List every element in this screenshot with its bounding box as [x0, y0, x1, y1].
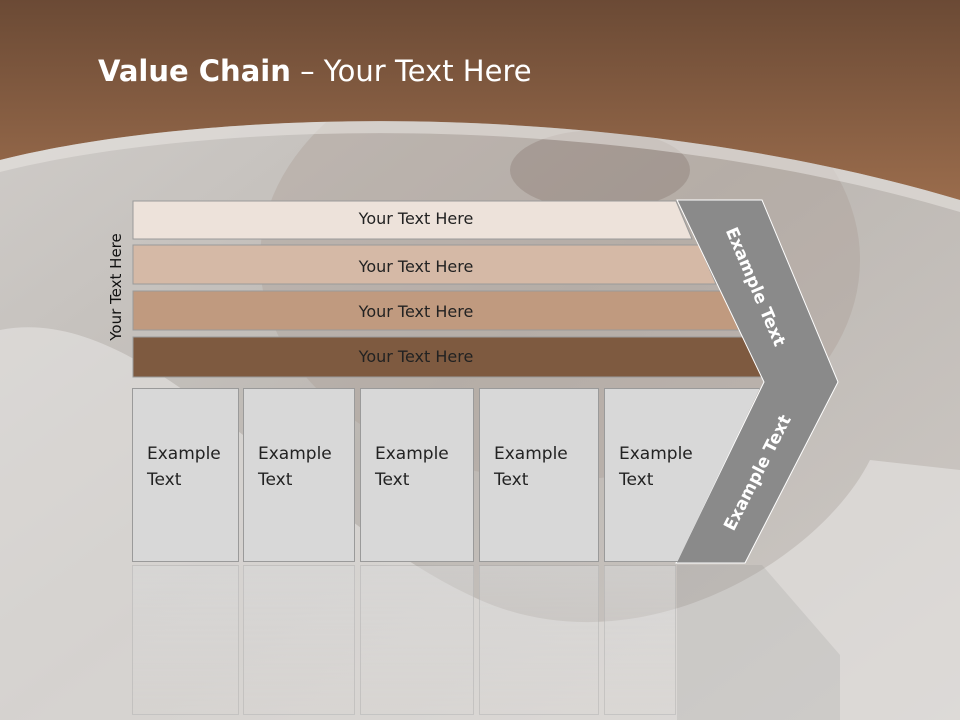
box-reflection	[243, 565, 355, 715]
chevron-arrow	[675, 199, 839, 564]
box-5-line1: Example	[619, 444, 693, 464]
box-1-line2: Text	[147, 470, 182, 490]
title-rest: – Your Text Here	[290, 54, 532, 88]
bar-label-3: Your Text Here	[358, 302, 474, 321]
bar-2	[132, 244, 717, 285]
box-reflection	[604, 565, 676, 715]
box-2-line1: Example	[258, 444, 332, 464]
box-2-line2: Text	[258, 470, 293, 490]
box-reflection	[132, 565, 239, 715]
box-3-line1: Example	[375, 444, 449, 464]
chevron-reflection	[677, 565, 840, 720]
bar-label-2: Your Text Here	[358, 257, 474, 276]
box-1-line1: Example	[147, 444, 221, 464]
box-3-line2: Text	[375, 470, 410, 490]
box-4-line1: Example	[494, 444, 568, 464]
slide-title: Value Chain – Your Text Here	[98, 54, 532, 88]
bar-label-1: Your Text Here	[358, 209, 474, 228]
box-4-line2: Text	[494, 470, 529, 490]
box-reflection	[479, 565, 599, 715]
bar-label-4: Your Text Here	[358, 347, 474, 366]
box-5-line2: Text	[619, 470, 654, 490]
bar-1	[132, 200, 693, 240]
box-reflection	[360, 565, 474, 715]
title-bold: Value Chain	[98, 54, 291, 88]
